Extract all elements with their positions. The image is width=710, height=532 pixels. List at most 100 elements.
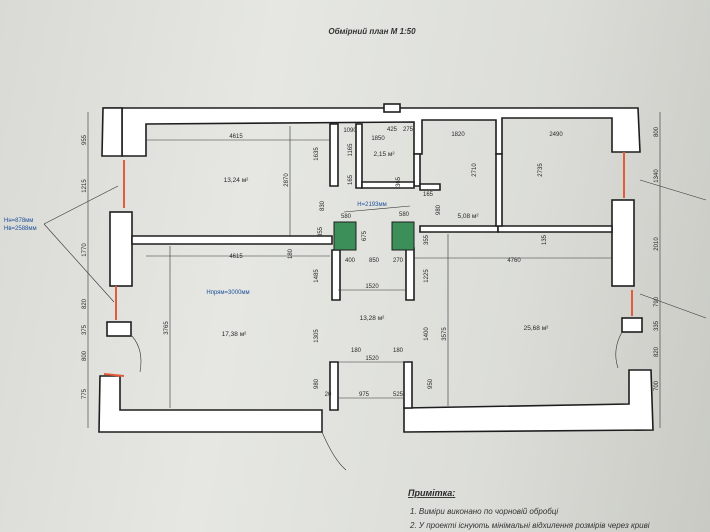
dim-180-b: 180 <box>351 348 362 354</box>
dim-2735: 2735 <box>538 163 544 177</box>
outer-wall-bottom-right <box>403 369 654 433</box>
dim-165-b: 165 <box>423 192 434 198</box>
room-1-area: 13,24 м² <box>224 177 250 184</box>
right-wall-block <box>621 317 643 333</box>
dim-3575: 3575 <box>442 327 448 341</box>
dim-1225: 1225 <box>424 269 430 283</box>
right-door-arc <box>615 331 623 369</box>
window-height-low: Нн=878мм <box>4 218 33 224</box>
dim-165-a: 165 <box>348 174 354 185</box>
interior-wall-center-left-bottom <box>329 361 339 411</box>
small-room-wall <box>355 123 363 189</box>
leader-window-left-a <box>43 185 119 225</box>
note-line-2: 2. У проекті існують мінімальні відхилен… <box>409 521 650 530</box>
interior-wall-left-horizontal <box>131 235 333 245</box>
dim-2710: 2710 <box>472 163 478 177</box>
ceiling-height-room4: Нпрям=3000мм <box>206 290 249 296</box>
interior-wall-center-left-lower <box>331 249 341 301</box>
dim-2870: 2870 <box>284 173 290 187</box>
dim-980-b: 980 <box>314 378 320 389</box>
dim-1165: 1165 <box>348 143 354 157</box>
dim-1485: 1485 <box>314 269 320 283</box>
dim-955: 955 <box>82 134 88 145</box>
leader-window-right-b <box>639 293 707 319</box>
dim-950: 950 <box>428 378 434 389</box>
dim-355-b: 355 <box>424 234 430 245</box>
interior-wall-center-right-lower <box>405 247 415 301</box>
dim-820-left: 820 <box>82 298 88 309</box>
room-4-area: 17,38 м² <box>222 331 248 338</box>
dim-line-passage <box>343 205 411 213</box>
door-left-marker <box>103 373 125 377</box>
dim-975: 975 <box>359 392 370 398</box>
left-door-arc <box>131 335 142 373</box>
outer-wall-top <box>103 107 641 157</box>
plan-title: Обмірний план М 1:50 <box>328 27 416 36</box>
dim-1520-a: 1520 <box>365 284 379 290</box>
dim-580-a: 580 <box>341 214 352 220</box>
dim-4760: 4760 <box>507 258 521 264</box>
dim-850: 850 <box>369 258 380 264</box>
right-wall-pier <box>611 199 635 287</box>
interior-wall-center-right-bottom <box>403 361 413 409</box>
dim-1520-b: 1520 <box>365 356 379 362</box>
dim-4615-top: 4615 <box>229 134 243 140</box>
ceiling-height-passage: Н=2193мм <box>357 202 386 208</box>
window-height-high: Нв=2588мм <box>4 226 37 232</box>
room-3-area: 5,08 м² <box>457 213 479 220</box>
dim-355-a: 355 <box>318 226 324 237</box>
interior-wall-center-left <box>329 123 339 187</box>
dim-1635: 1635 <box>314 147 320 161</box>
interior-wall-right-horizontal <box>419 225 499 233</box>
outer-wall-bottom-left <box>98 375 323 433</box>
vent-block-left <box>333 221 357 251</box>
dim-425: 425 <box>387 127 398 133</box>
dim-275: 275 <box>403 127 414 133</box>
leader-window-right-a <box>639 179 707 201</box>
dim-right-2010: 2010 <box>654 237 660 251</box>
dim-180-a: 180 <box>288 248 294 259</box>
chimney-stub <box>383 103 401 113</box>
dim-1770: 1770 <box>82 243 88 257</box>
dim-675: 675 <box>362 230 368 241</box>
room-2-area: 2,15 м² <box>373 151 395 158</box>
dim-3765: 3765 <box>164 321 170 335</box>
interior-wall-center-right <box>413 153 421 187</box>
dim-20: 20 <box>325 392 332 398</box>
dim-2490: 2490 <box>549 132 563 138</box>
dim-1850: 1850 <box>371 136 385 142</box>
dim-right-700: 700 <box>654 380 660 391</box>
dim-1090: 1090 <box>343 128 357 134</box>
dim-1820: 1820 <box>451 132 465 138</box>
dim-400: 400 <box>345 258 356 264</box>
room-2568-divider <box>495 153 503 227</box>
dim-525: 525 <box>393 392 404 398</box>
dim-180-c: 180 <box>393 348 404 354</box>
left-wall-pier <box>109 211 133 287</box>
dim-right-790: 790 <box>654 296 660 307</box>
dim-right-800: 800 <box>654 126 660 137</box>
dim-365: 365 <box>396 176 402 187</box>
outer-wall-left-upper <box>101 107 123 157</box>
small-room-wall-bottom <box>361 181 415 189</box>
dim-right-1340: 1340 <box>654 169 660 183</box>
dim-right-335: 335 <box>654 320 660 331</box>
room-508-wall <box>419 183 441 191</box>
room-5-area: 13,28 м² <box>360 315 386 322</box>
dim-1400: 1400 <box>424 327 430 341</box>
left-wall-block <box>106 321 132 337</box>
dim-1305: 1305 <box>314 329 320 343</box>
note-line-1: 1. Виміри виконано по чорновій обробці <box>410 507 558 516</box>
dim-980: 980 <box>436 204 442 215</box>
dim-830: 830 <box>320 200 326 211</box>
room-6-area: 25,68 м² <box>524 325 550 332</box>
entry-door-arc <box>321 410 347 471</box>
dim-375: 375 <box>82 324 88 335</box>
dim-270: 270 <box>393 258 404 264</box>
dim-580-b: 580 <box>399 212 410 218</box>
dim-4615-mid: 4615 <box>229 254 243 260</box>
leader-window-left-b <box>43 223 115 303</box>
dim-775: 775 <box>82 388 88 399</box>
